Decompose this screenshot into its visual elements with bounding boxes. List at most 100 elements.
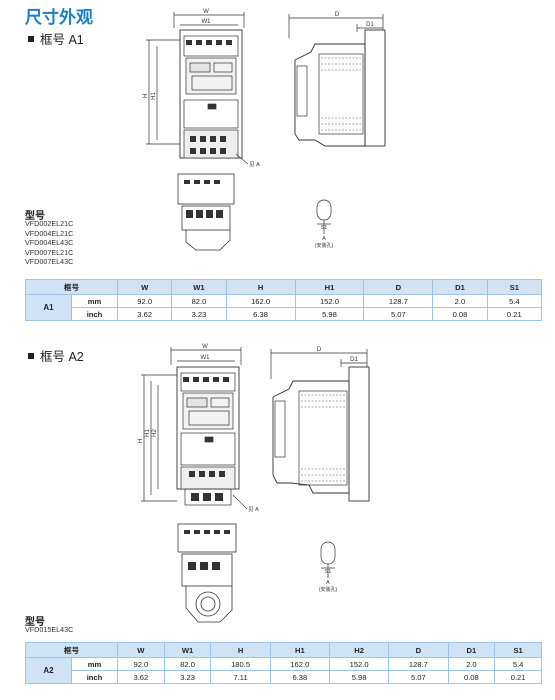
table-cell: 162.0 xyxy=(225,294,296,308)
dim-d1-label: D1 xyxy=(350,357,358,363)
table-cell: 180.5 xyxy=(210,657,271,671)
table-cell: 152.0 xyxy=(294,294,365,308)
frame-a2-label: 框号 A2 xyxy=(28,346,84,365)
table-header-row: 框号 W W1 H H1 D D1 S1 xyxy=(25,279,543,295)
a2-mounting-hole-drawing: S1 A (安装孔) xyxy=(319,541,337,593)
table-row: A2 mm 92.0 82.0 180.5 162.0 152.0 128.7 … xyxy=(25,657,542,684)
table-cell: 3.23 xyxy=(171,307,227,321)
dim-s1-label: S1 xyxy=(321,225,328,231)
a1-model-heading: 型号 xyxy=(25,211,45,222)
a1-side-view-drawing: D D1 xyxy=(288,12,386,147)
dim-h-label: H xyxy=(143,94,149,98)
a2-bottom-view-drawing xyxy=(177,523,237,623)
table-unit-cell: mm xyxy=(71,294,118,308)
table-cell: 5.98 xyxy=(294,307,365,321)
a1-model-list: VFD002EL21C VFD004EL21C VFD004EL43C VFD0… xyxy=(25,219,73,267)
dim-w-label: W xyxy=(202,344,208,350)
dim-d-label: D xyxy=(335,12,340,18)
dim-d-label: D xyxy=(317,347,322,353)
table-cell: 5.98 xyxy=(328,670,390,684)
table-cell: 5.07 xyxy=(363,307,434,321)
table-unit-cell: inch xyxy=(71,670,118,684)
table-header-cell: H1 xyxy=(269,642,330,658)
dim-h-label: H xyxy=(138,439,144,443)
table-cell: 82.0 xyxy=(171,294,227,308)
frame-a1-label: 框号 A1 xyxy=(28,29,84,48)
table-header-cell: H xyxy=(210,642,271,658)
model-item: VFD004EL43C xyxy=(25,238,74,248)
table-header-cell: W1 xyxy=(171,279,227,295)
table-frame-cell: A1 xyxy=(25,294,72,321)
model-item: VFD007EL21C xyxy=(25,247,74,257)
table-header-row: 框号 W W1 H H1 H2 D D1 S1 xyxy=(25,642,542,658)
table-cell: 5.4 xyxy=(486,294,543,308)
table-row: inch 3.62 3.23 6.38 5.98 5.07 0.08 0.21 xyxy=(26,307,543,321)
a2-front-view-drawing: W W1 H H1 H2 见 A xyxy=(138,344,259,513)
table-row: A1 mm 92.0 82.0 162.0 152.0 128.7 2.0 5.… xyxy=(25,294,543,321)
see-a-label: 见 A xyxy=(248,506,259,513)
a2-model-list: VFD015EL43C xyxy=(25,625,73,635)
page-title: 尺寸外观 xyxy=(25,8,93,27)
a1-front-view-drawing: W W1 H H1 见 A xyxy=(143,9,260,168)
dim-w-label: W xyxy=(203,9,209,15)
dim-h1-label: H1 xyxy=(151,92,157,100)
table-cell: 152.0 xyxy=(328,657,390,671)
table-cell: 92.0 xyxy=(117,657,165,671)
a2-dimension-table: 框号 W W1 H H1 H2 D D1 S1 A2 mm 92.0 82.0 … xyxy=(25,642,542,684)
table-header-frame: 框号 xyxy=(25,642,118,658)
mounting-hole-label: (安装孔) xyxy=(315,242,334,249)
table-cell: 2.0 xyxy=(447,657,496,671)
a2-side-view-drawing: D D1 xyxy=(270,347,370,502)
table-header-cell: H xyxy=(225,279,296,295)
table-header-cell: S1 xyxy=(494,642,542,658)
table-cell: 3.23 xyxy=(163,670,212,684)
a1-dimension-table: 框号 W W1 H H1 D D1 S1 A1 mm 92.0 82.0 162… xyxy=(25,279,543,321)
table-header-cell: W xyxy=(116,279,173,295)
dim-w1-label: W1 xyxy=(202,19,212,25)
view-a-label: A xyxy=(326,580,330,586)
table-cell: 6.38 xyxy=(225,307,296,321)
table-cell: 0.08 xyxy=(447,670,496,684)
frame-a2-label-text: 框号 A2 xyxy=(40,350,84,364)
dim-h2-label: H2 xyxy=(152,429,158,437)
table-cell: 0.21 xyxy=(494,670,542,684)
model-item: VFD004EL21C xyxy=(25,228,74,238)
table-header-cell: W1 xyxy=(163,642,212,658)
table-cell: 5.4 xyxy=(494,657,542,671)
table-cell: 92.0 xyxy=(116,294,173,308)
table-unit-cell: mm xyxy=(71,657,118,671)
frame-a1-label-text: 框号 A1 xyxy=(40,33,84,47)
table-cell: 162.0 xyxy=(269,657,330,671)
table-header-cell: S1 xyxy=(486,279,543,295)
dim-s1-label: S1 xyxy=(325,569,332,575)
table-cell: 2.0 xyxy=(432,294,488,308)
table-cell: 82.0 xyxy=(163,657,212,671)
table-cell: 0.08 xyxy=(432,307,488,321)
table-header-cell: H2 xyxy=(328,642,390,658)
table-cell: 5.07 xyxy=(388,670,449,684)
table-cell: 128.7 xyxy=(363,294,434,308)
table-header-cell: D xyxy=(388,642,449,658)
table-row: inch 3.62 3.23 7.11 6.38 5.98 5.07 0.08 … xyxy=(26,670,542,684)
bullet-square-icon xyxy=(28,352,34,359)
view-a-label: A xyxy=(322,236,326,242)
dim-w1-label: W1 xyxy=(201,355,211,361)
table-header-cell: D xyxy=(363,279,434,295)
model-item: VFD007EL43C xyxy=(25,257,74,267)
model-item: VFD015EL43C xyxy=(25,625,74,634)
table-cell: 3.62 xyxy=(116,307,173,321)
table-cell: 128.7 xyxy=(388,657,449,671)
table-cell: 6.38 xyxy=(269,670,330,684)
table-header-frame: 框号 xyxy=(25,279,118,295)
table-unit-cell: inch xyxy=(71,307,118,321)
table-header-cell: D1 xyxy=(432,279,488,295)
a1-bottom-view-drawing xyxy=(177,173,235,251)
a2-model-heading: 型号 xyxy=(25,617,45,628)
table-frame-cell: A2 xyxy=(25,657,72,684)
table-cell: 0.21 xyxy=(486,307,543,321)
table-cell: 7.11 xyxy=(210,670,271,684)
table-cell: 3.62 xyxy=(117,670,165,684)
dim-d1-label: D1 xyxy=(366,22,374,28)
model-item: VFD002EL21C xyxy=(25,219,74,228)
dim-h1-label: H1 xyxy=(145,429,151,437)
